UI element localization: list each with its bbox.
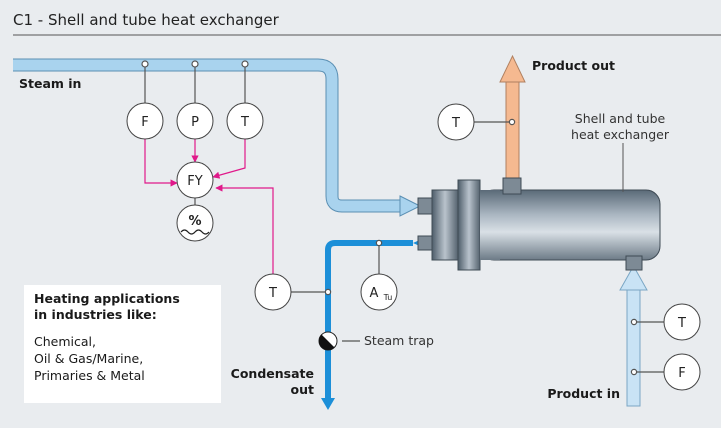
condensate-label-line2: out <box>291 382 314 397</box>
instrument-analyzer-label: A <box>370 286 379 301</box>
instrument-temp-product-in-label: T <box>677 316 686 331</box>
wave-icon <box>180 229 210 235</box>
instrument-flow-computer-label: FY <box>187 174 202 189</box>
condensate-label-line1: Condensate <box>231 366 314 381</box>
instrument-temp-condensate[interactable]: T <box>254 273 292 311</box>
steam-trap-icon[interactable] <box>318 331 338 351</box>
instrument-percent-label: % <box>188 214 201 229</box>
instrument-flow[interactable]: F <box>126 102 164 140</box>
exchanger-label-line2: heat exchanger <box>571 127 670 142</box>
steam-trap-label: Steam trap <box>364 333 434 348</box>
info-heading-line1: Heating applications <box>34 291 180 306</box>
steam-inlet-arrow <box>399 195 422 217</box>
instrument-temp-condensate-label: T <box>268 286 277 301</box>
product-out-label: Product out <box>532 58 615 73</box>
product-in-arrow <box>619 264 648 291</box>
instrument-temp-product-out[interactable]: T <box>437 103 475 141</box>
page-title: C1 - Shell and tube heat exchanger <box>13 11 280 29</box>
heat-exchanger <box>417 143 661 271</box>
product-in-label: Product in <box>547 386 620 401</box>
product-out-arrow <box>499 54 526 83</box>
instrument-flow-label: F <box>141 115 148 130</box>
instrument-temp-product-in[interactable]: T <box>663 303 701 341</box>
info-list: Chemical, Oil & Gas/Marine, Primaries & … <box>34 333 211 384</box>
instrument-flow-product-in[interactable]: F <box>663 353 701 391</box>
industries-info-box: Heating applications in industries like:… <box>24 285 221 403</box>
instrument-temp-label: T <box>240 115 249 130</box>
signal-lines <box>141 60 664 376</box>
instrument-pressure-label: P <box>191 115 199 130</box>
product-out-pipe <box>499 54 526 181</box>
instrument-flow-product-in-label: F <box>678 366 685 381</box>
steam-pipe <box>13 58 422 217</box>
instrument-temp[interactable]: T <box>226 102 264 140</box>
steam-in-label: Steam in <box>19 76 81 91</box>
exchanger-label-line1: Shell and tube <box>575 111 666 126</box>
condensate-pipe <box>321 238 424 410</box>
info-list-item: Chemical, <box>34 334 96 349</box>
instrument-analyzer-sub: Tu <box>383 293 393 302</box>
instrument-temp-product-out-label: T <box>451 116 460 131</box>
info-heading-line2: in industries like: <box>34 307 157 322</box>
info-list-item: Primaries & Metal <box>34 368 145 383</box>
instrument-analyzer[interactable]: A Tu <box>360 273 398 311</box>
product-in-pipe <box>619 264 648 407</box>
condensate-out-arrow <box>321 398 335 410</box>
instrument-pressure[interactable]: P <box>176 102 214 140</box>
info-list-item: Oil & Gas/Marine, <box>34 351 144 366</box>
instrument-flow-computer[interactable]: FY <box>176 161 214 199</box>
instrument-percent[interactable]: % <box>176 204 214 242</box>
